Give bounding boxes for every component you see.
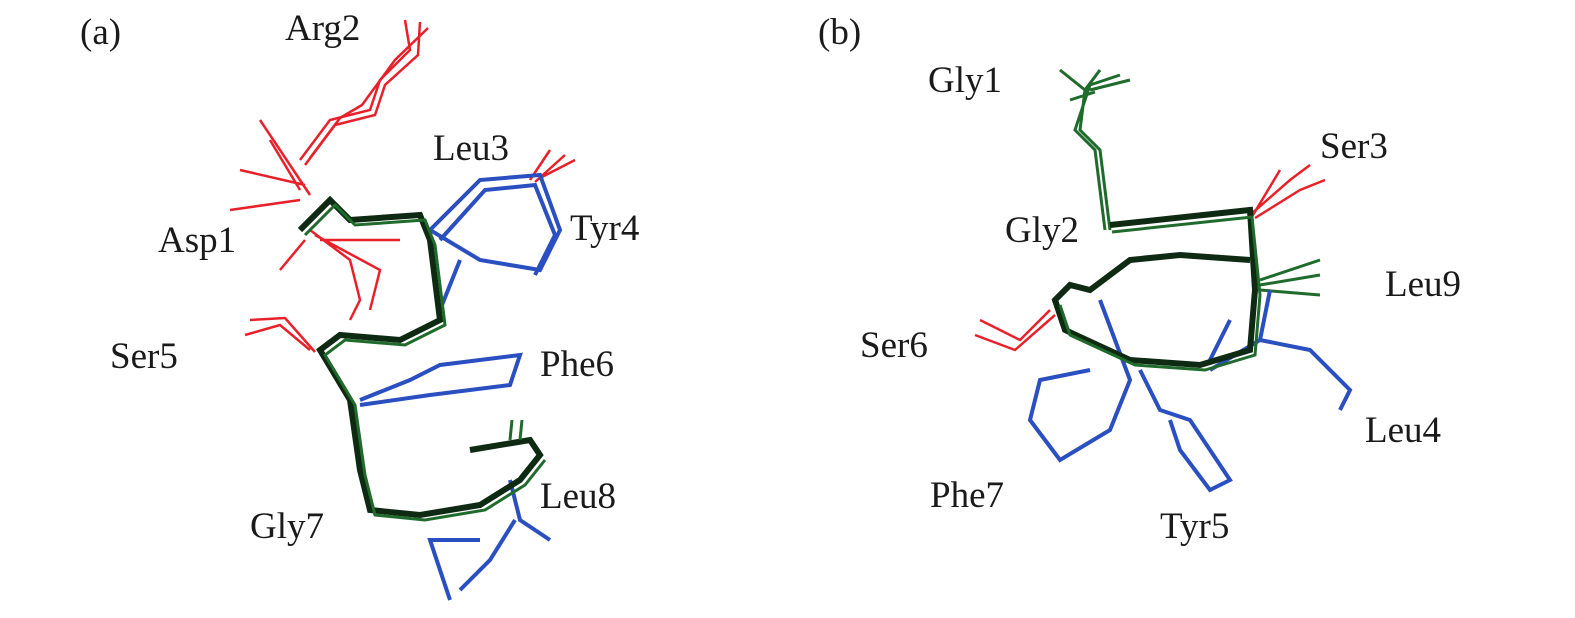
- residue-label-tyr4: Tyr4: [570, 208, 640, 249]
- tyr5-sidechain: [1138, 369, 1233, 493]
- panel-a-tag: (a): [80, 12, 122, 53]
- residue-label-phe6: Phe6: [540, 344, 614, 385]
- panel-b-structure: [974, 68, 1353, 493]
- ser3-sidechain: [1248, 164, 1326, 221]
- panel-b-tag: (b): [818, 12, 862, 53]
- ser6-sidechain: [974, 309, 1056, 352]
- phe7-sidechain: [1027, 299, 1133, 463]
- residue-label-leu4: Leu4: [1365, 410, 1442, 451]
- residue-label-gly7: Gly7: [250, 506, 324, 547]
- residue-label-leu3: Leu3: [433, 128, 510, 169]
- residue-label-ser5: Ser5: [110, 336, 178, 377]
- backbone-a: [297, 195, 547, 522]
- residue-label-arg2: Arg2: [285, 8, 361, 49]
- panel-a-structure: [229, 19, 576, 601]
- residue-label-ser6: Ser6: [860, 325, 928, 366]
- residue-label-gly1: Gly1: [928, 60, 1002, 101]
- residue-label-ser3: Ser3: [1320, 126, 1388, 167]
- ser5-sidechain: [244, 316, 316, 353]
- residue-label-asp1: Asp1: [158, 220, 237, 261]
- tyr4-sidechain: [426, 172, 563, 311]
- arg2-sidechain: [229, 19, 429, 212]
- leu9-sidechain: [1259, 258, 1321, 297]
- residue-label-leu9: Leu9: [1385, 264, 1462, 305]
- residue-label-gly2: Gly2: [1005, 210, 1079, 251]
- residue-label-phe7: Phe7: [930, 475, 1004, 516]
- backbone-b: [1051, 206, 1262, 372]
- leu4-sidechain: [1208, 289, 1353, 411]
- phe6-sidechain: [359, 352, 523, 407]
- residue-label-leu8: Leu8: [540, 476, 617, 517]
- asp1-sidechain: [279, 229, 400, 321]
- gly1-backbone: [1059, 68, 1131, 231]
- residue-label-tyr5: Tyr5: [1160, 506, 1230, 547]
